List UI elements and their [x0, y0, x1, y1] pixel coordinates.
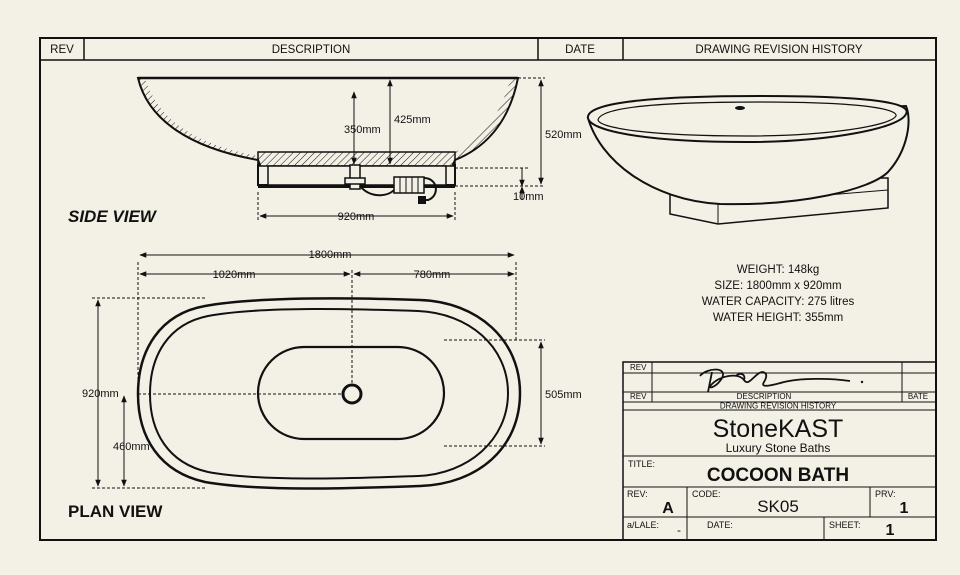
tb-rev-top: REV — [630, 363, 647, 372]
header-revision-history: DRAWING REVISION HISTORY — [695, 44, 863, 56]
code-label: CODE: — [692, 489, 721, 499]
prv-value: 1 — [900, 500, 909, 517]
dim-1800: 1800mm — [309, 249, 352, 261]
dim-10: 10mm — [513, 191, 544, 203]
side-view-label: SIDE VIEW — [68, 207, 158, 226]
spec-size: SIZE: 1800mm x 920mm — [714, 280, 841, 292]
sheet-value: 1 — [886, 522, 895, 539]
tb-rev-bottom: REV — [630, 392, 647, 401]
dim-520: 520mm — [545, 129, 582, 141]
scale-value: - — [677, 523, 681, 537]
tb-history-label: DRAWING REVISION HISTORY — [720, 402, 837, 411]
header-description: DESCRIPTION — [272, 44, 351, 56]
tb-date-label: BATE — [908, 392, 928, 401]
company-tagline: Luxury Stone Baths — [726, 441, 831, 455]
title-label: TITLE: — [628, 459, 655, 469]
code-value: SK05 — [757, 497, 799, 516]
prv-label: PRV: — [875, 489, 896, 499]
header-date: DATE — [565, 44, 595, 56]
scale-label: a/LALE: — [627, 520, 659, 530]
bath-specifications: WEIGHT: 148kg SIZE: 1800mm x 920mm WATER… — [702, 264, 855, 324]
spec-capacity: WATER CAPACITY: 275 litres — [702, 296, 855, 308]
drawing-border — [39, 37, 937, 541]
dim-920-plan: 920mm — [82, 388, 119, 400]
dim-460: 460mm — [113, 441, 150, 453]
plan-view-label: PLAN VIEW — [68, 502, 163, 521]
rev-field-label: REV: — [627, 489, 648, 499]
plan-view: 1800mm 1020mm 780mm 920mm 460mm 505mm — [82, 249, 582, 490]
drawing-title: COCOON BATH — [707, 465, 849, 486]
side-view: 350mm 425mm 520mm 10mm 920mm — [136, 76, 582, 223]
bath-3d-view — [586, 94, 910, 225]
rev-value: A — [662, 500, 674, 517]
dim-780: 780mm — [414, 269, 451, 281]
dim-350: 350mm — [344, 124, 381, 136]
revision-header: REV DESCRIPTION DATE DRAWING REVISION HI… — [40, 38, 936, 61]
sheet-label: SHEET: — [829, 520, 861, 530]
dim-425: 425mm — [394, 114, 431, 126]
signature — [699, 368, 851, 393]
waste-pipe — [344, 164, 437, 204]
company-name: StoneKAST — [713, 415, 844, 443]
title-block: REV REV DESCRIPTION BATE DRAWING REVISIO… — [622, 361, 937, 541]
spec-water-height: WATER HEIGHT: 355mm — [713, 312, 843, 324]
header-rev: REV — [50, 44, 74, 56]
dim-920-side: 920mm — [338, 211, 375, 223]
tb-description-label: DESCRIPTION — [737, 392, 792, 401]
spec-weight: WEIGHT: 148kg — [737, 264, 819, 276]
date-field-label: DATE: — [707, 520, 733, 530]
dim-1020: 1020mm — [213, 269, 256, 281]
dim-505: 505mm — [545, 389, 582, 401]
